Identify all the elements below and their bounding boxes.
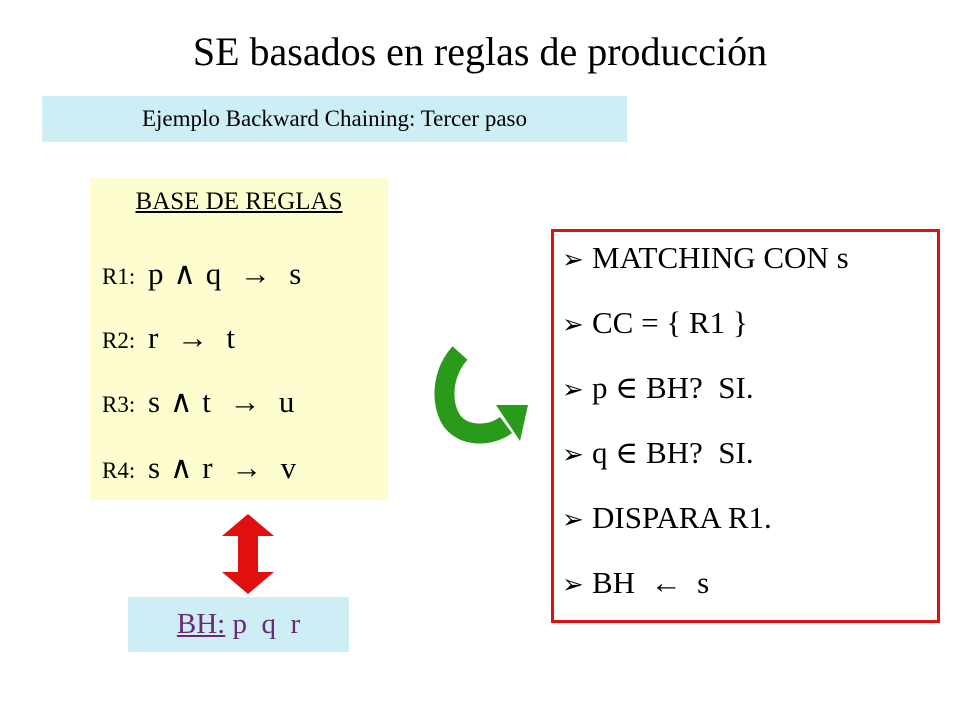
arrow-bullet-icon: ➢ xyxy=(562,505,584,534)
step-item: ➢ q ∈ BH? SI. xyxy=(562,435,754,471)
step-text: q ∈ BH? SI. xyxy=(592,435,754,470)
facts-base-box: BH: p q r xyxy=(128,597,349,652)
step-text: p ∈ BH? SI. xyxy=(592,370,754,405)
arrow-bullet-icon: ➢ xyxy=(562,440,584,469)
rule-expression: r → t xyxy=(148,320,236,355)
inference-steps-panel: ➢ MATCHING CON s ➢ CC = { R1 } ➢ p ∈ BH? SI… xyxy=(551,229,940,623)
step-text: DISPARA R1. xyxy=(592,500,772,535)
facts-base-value: p q r xyxy=(232,608,301,640)
step-item: ➢ MATCHING CON s xyxy=(562,240,849,276)
arrow-bullet-icon: ➢ xyxy=(562,570,584,599)
rule-id: R2: xyxy=(102,328,136,353)
step-item: ➢ BH ← s xyxy=(562,565,709,601)
curved-arrow-icon xyxy=(434,346,528,444)
rules-base-panel: BASE DE REGLAS R1: p ∧ q → s R2: r → t R3:… xyxy=(90,178,388,500)
subtitle-banner: Ejemplo Backward Chaining: Tercer paso xyxy=(42,96,627,142)
rule-r3: R3: s ∧ t → u xyxy=(102,384,295,420)
facts-base-label: BH: xyxy=(176,608,226,640)
step-item: ➢ CC = { R1 } xyxy=(562,305,748,341)
rule-expression: s ∧ r → v xyxy=(148,450,298,485)
rules-header: BASE DE REGLAS xyxy=(135,188,343,215)
rule-id: R4: xyxy=(102,458,136,483)
step-text: BH ← s xyxy=(592,565,710,600)
step-item: ➢ p ∈ BH? SI. xyxy=(562,370,754,406)
rule-id: R1: xyxy=(102,264,136,289)
rule-id: R3: xyxy=(102,392,136,417)
step-text: MATCHING CON s xyxy=(592,240,849,275)
arrow-bullet-icon: ➢ xyxy=(562,245,584,274)
step-item: ➢ DISPARA R1. xyxy=(562,500,772,536)
arrow-bullet-icon: ➢ xyxy=(562,375,584,404)
rule-r2: R2: r → t xyxy=(102,320,236,356)
rule-r1: R1: p ∧ q → s xyxy=(102,256,302,292)
arrow-bullet-icon: ➢ xyxy=(562,310,584,339)
double-arrow-icon xyxy=(222,514,274,594)
rule-expression: s ∧ t → u xyxy=(148,384,296,419)
page-title: SE basados en reglas de producción xyxy=(192,29,768,74)
step-text: CC = { R1 } xyxy=(592,305,748,340)
rule-r4: R4: s ∧ r → v xyxy=(102,450,297,486)
rule-expression: p ∧ q → s xyxy=(148,256,303,291)
